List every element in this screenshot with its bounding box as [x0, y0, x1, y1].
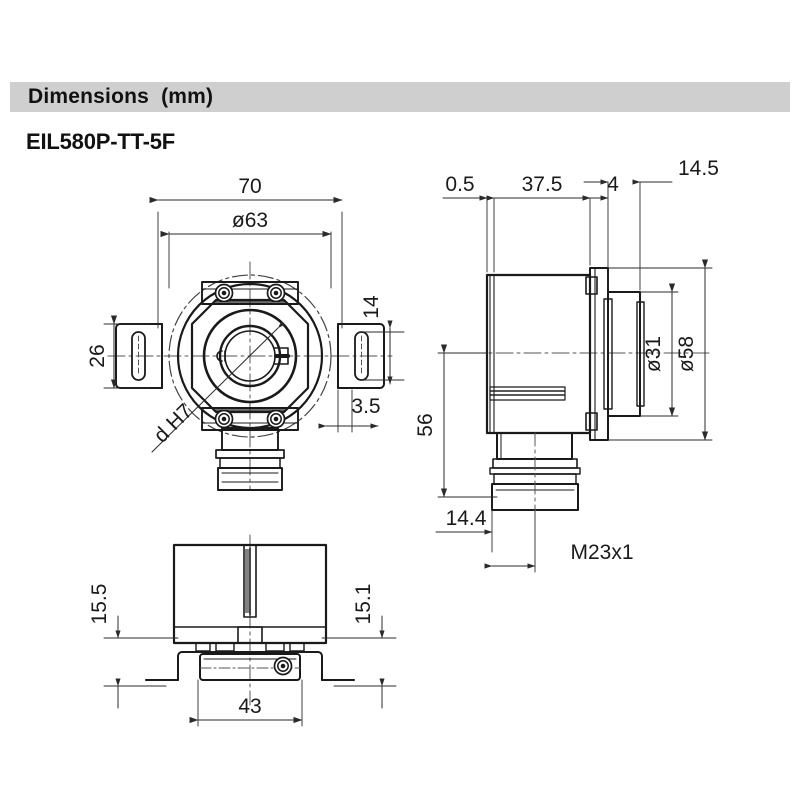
housing-body — [485, 273, 592, 435]
bottom-rib — [243, 544, 257, 618]
side-view: 0.5 37.5 4 14.5 ø31 — [414, 160, 719, 573]
dim-label-3-5: 3.5 — [351, 395, 380, 418]
locating-pin — [216, 350, 223, 362]
front-view: 70 ø63 26 14 — [86, 175, 405, 491]
technical-drawing: 70 ø63 26 14 — [0, 160, 800, 780]
pitch-circle-63 — [168, 274, 332, 438]
spigot-31 — [607, 291, 641, 417]
screw-top-right — [266, 283, 286, 303]
dim-front-slot-height: 14 — [359, 295, 405, 385]
dim-side-thread: M23x1 — [484, 511, 634, 573]
clamp-block-bottom — [199, 653, 301, 681]
bottom-boss — [237, 626, 263, 644]
dim-label-37-5: 37.5 — [522, 173, 563, 196]
screw-bottom-right — [266, 409, 286, 429]
screw-bottom-left — [214, 409, 234, 429]
dim-label-14-5: 14.5 — [678, 160, 719, 180]
callout-bore-dH7: d H7 — [150, 320, 286, 453]
dim-label-15-5: 15.5 — [88, 584, 111, 625]
dim-front-lug-height: 26 — [86, 315, 151, 389]
page-title: Dimensions (mm) — [28, 85, 214, 108]
dim-label-15-1: 15.1 — [352, 584, 375, 625]
connector-stub-front — [215, 427, 285, 491]
dim-label-dH7: d H7 — [150, 400, 198, 448]
octagon-hub — [190, 298, 310, 414]
dim-label-14-4: 14.4 — [446, 507, 487, 530]
model-number: EIL580P-TT-5F — [26, 129, 175, 154]
dim-side-connector-offset: 14.4 — [435, 496, 493, 553]
dim-label-m23x1: M23x1 — [570, 541, 633, 564]
section-header-bar — [10, 82, 790, 112]
dim-side-flange-diameter: ø58 — [607, 259, 713, 441]
dim-label-d31: ø31 — [642, 336, 665, 372]
screw-top-left — [214, 283, 234, 303]
connector-side — [489, 432, 581, 513]
side-ribs — [489, 386, 566, 401]
slot-left — [131, 331, 146, 381]
dim-label-26: 26 — [86, 344, 109, 367]
dim-front-flange-diameter: ø63 — [160, 209, 332, 289]
base-plate — [177, 651, 323, 681]
dim-label-d58: ø58 — [675, 336, 698, 372]
dim-label-d63: ø63 — [232, 209, 268, 232]
dim-side-chain: 0.5 37.5 4 14.5 — [442, 160, 719, 291]
dim-bottom-right-height: 15.1 — [321, 584, 397, 709]
shaft-collar-outer — [202, 308, 298, 404]
dim-label-0-5: 0.5 — [445, 173, 474, 196]
dim-label-14: 14 — [360, 295, 383, 319]
dim-side-centre-height: 56 — [414, 344, 498, 498]
dim-label-4: 4 — [607, 173, 619, 196]
dim-front-lug-thickness: 3.5 — [318, 389, 381, 433]
dim-bottom-base-width: 43 — [189, 679, 303, 727]
screw-bottom-clamp — [273, 656, 293, 676]
bottom-view: 15.5 15.1 43 — [88, 534, 397, 727]
clamp-bar-top — [201, 281, 299, 305]
dim-label-70: 70 — [238, 175, 261, 198]
dim-front-overall-width: 70 — [149, 175, 343, 329]
dim-label-43: 43 — [238, 695, 261, 718]
clamp-bar-bottom — [201, 407, 299, 431]
front-centrelines — [107, 261, 393, 491]
dim-bottom-left-height: 15.5 — [88, 584, 179, 709]
dim-label-56: 56 — [414, 413, 437, 436]
dim-side-spigot-diameter: ø31 — [639, 283, 679, 417]
